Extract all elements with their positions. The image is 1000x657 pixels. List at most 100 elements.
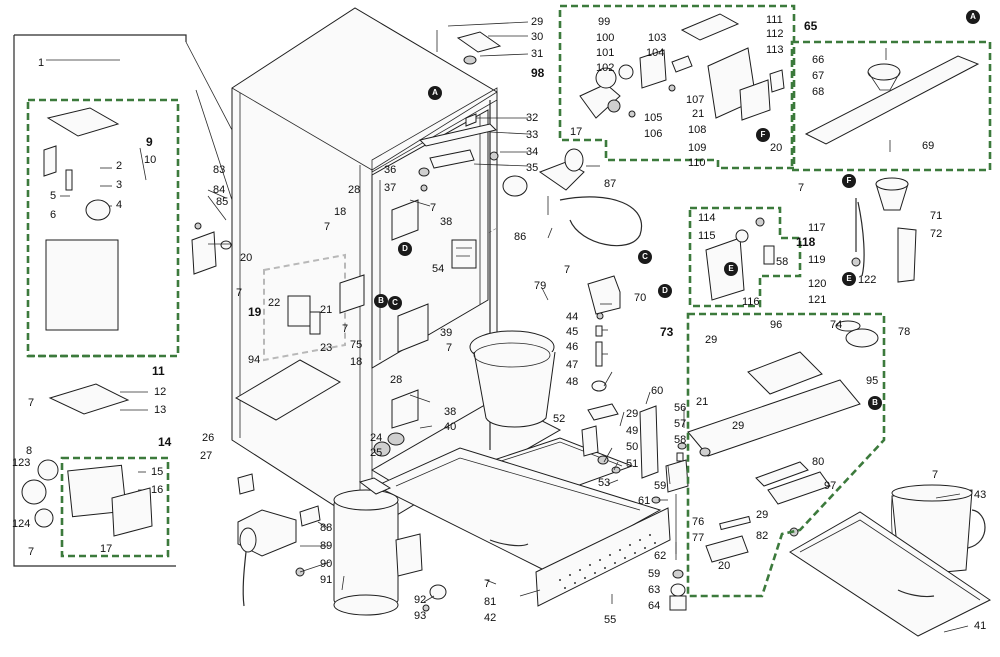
callout-39: 39 <box>440 327 453 339</box>
callout-28b: 28 <box>390 374 403 386</box>
callout-103: 103 <box>648 32 667 44</box>
front-panel-42 <box>535 507 671 607</box>
callout-110: 110 <box>688 157 706 169</box>
callout-78: 78 <box>898 326 911 338</box>
callout-89: 89 <box>320 540 333 552</box>
callout-12: 12 <box>154 386 167 398</box>
callout-100: 100 <box>596 32 615 44</box>
callout-105: 105 <box>644 112 663 124</box>
marker-d-bracket: D <box>658 284 672 298</box>
callout-77: 77 <box>692 532 705 544</box>
callout-7b: 7 <box>28 546 35 558</box>
callout-94: 94 <box>248 354 261 366</box>
callout-1: 1 <box>38 57 45 69</box>
callout-61: 61 <box>638 495 651 507</box>
bracket-38-upper <box>391 199 419 241</box>
clip-3 <box>65 169 73 191</box>
callout-64: 64 <box>648 600 661 612</box>
callout-53: 53 <box>598 477 611 489</box>
plate-97 <box>767 471 831 505</box>
callout-104: 104 <box>646 47 665 59</box>
callout-21b: 21 <box>692 108 705 120</box>
tube-122 <box>857 201 865 277</box>
ring-74 <box>835 320 861 332</box>
callout-68: 68 <box>812 86 825 98</box>
callout-54: 54 <box>432 263 445 275</box>
callout-47: 47 <box>566 359 579 371</box>
callout-90: 90 <box>320 558 333 570</box>
callout-123: 123 <box>12 457 31 469</box>
group-9-outline <box>26 98 180 358</box>
pin-46 <box>595 341 603 367</box>
group-label-14: 14 <box>158 435 172 449</box>
callout-29e: 29 <box>756 509 769 521</box>
callout-17b: 17 <box>570 126 583 138</box>
callout-7d: 7 <box>324 221 331 233</box>
marker-a-frame: A <box>428 86 442 100</box>
callout-5: 5 <box>50 190 57 202</box>
nozzle-25 <box>373 441 391 457</box>
callout-15: 15 <box>151 466 164 478</box>
marker-d-frame: D <box>398 242 412 256</box>
callout-38a: 38 <box>440 216 453 228</box>
knob-4 <box>85 199 111 221</box>
callout-117: 117 <box>808 222 826 234</box>
ring-57 <box>677 442 687 450</box>
callout-20c: 20 <box>718 560 731 572</box>
funnel-67 <box>867 63 901 81</box>
plate-80 <box>755 461 809 487</box>
screw-114 <box>755 217 765 227</box>
block-75 <box>339 274 365 314</box>
callout-52: 52 <box>553 413 566 425</box>
foot-27 <box>237 473 255 495</box>
machine-frame <box>231 7 562 531</box>
hose-86 <box>559 196 643 247</box>
callout-69: 69 <box>922 140 935 152</box>
cap-63 <box>670 583 686 597</box>
lever-102 <box>579 83 621 119</box>
callout-63: 63 <box>648 584 661 596</box>
callout-29c: 29 <box>705 334 718 346</box>
group-65-outline <box>790 40 992 172</box>
marker-b-frame: B <box>374 294 388 308</box>
screw-107 <box>668 84 676 92</box>
group-label-9: 9 <box>146 135 153 149</box>
marker-e-bracket: E <box>724 262 738 276</box>
callout-93: 93 <box>414 610 427 622</box>
plate-84 <box>191 231 217 275</box>
callout-38b: 38 <box>444 406 457 418</box>
leader-lines <box>46 21 969 633</box>
cap-64 <box>669 595 687 611</box>
callout-80: 80 <box>812 456 825 468</box>
callout-76: 76 <box>692 516 705 528</box>
knob-87 <box>564 148 584 172</box>
vent-holes <box>559 534 656 589</box>
group-label-65: 65 <box>804 19 818 33</box>
knob-92 <box>429 584 447 600</box>
callout-111: 111 <box>766 14 783 26</box>
pin-104 <box>671 55 693 73</box>
callout-3: 3 <box>116 179 123 191</box>
gear-106 <box>607 99 621 113</box>
callout-59b: 59 <box>648 568 661 580</box>
callout-106: 106 <box>644 128 663 140</box>
callout-91: 91 <box>320 574 333 586</box>
callout-95: 95 <box>866 375 879 387</box>
callout-57: 57 <box>674 418 687 430</box>
group-label-73: 73 <box>660 325 674 339</box>
callout-20b: 20 <box>770 142 783 154</box>
group-label-19: 19 <box>248 305 262 319</box>
callout-7f: 7 <box>430 202 437 214</box>
callout-41: 41 <box>974 620 987 632</box>
callout-35: 35 <box>526 162 539 174</box>
callout-87: 87 <box>604 178 617 190</box>
marker-f-tube: F <box>842 174 856 188</box>
callout-74: 74 <box>830 319 843 331</box>
screw-34 <box>489 151 499 161</box>
drip-plate-41 <box>789 511 991 637</box>
callout-79: 79 <box>534 280 547 292</box>
oring-50 <box>597 455 609 465</box>
callout-29d: 29 <box>732 420 745 432</box>
callout-28a: 28 <box>348 184 361 196</box>
plate-15 <box>67 464 127 518</box>
